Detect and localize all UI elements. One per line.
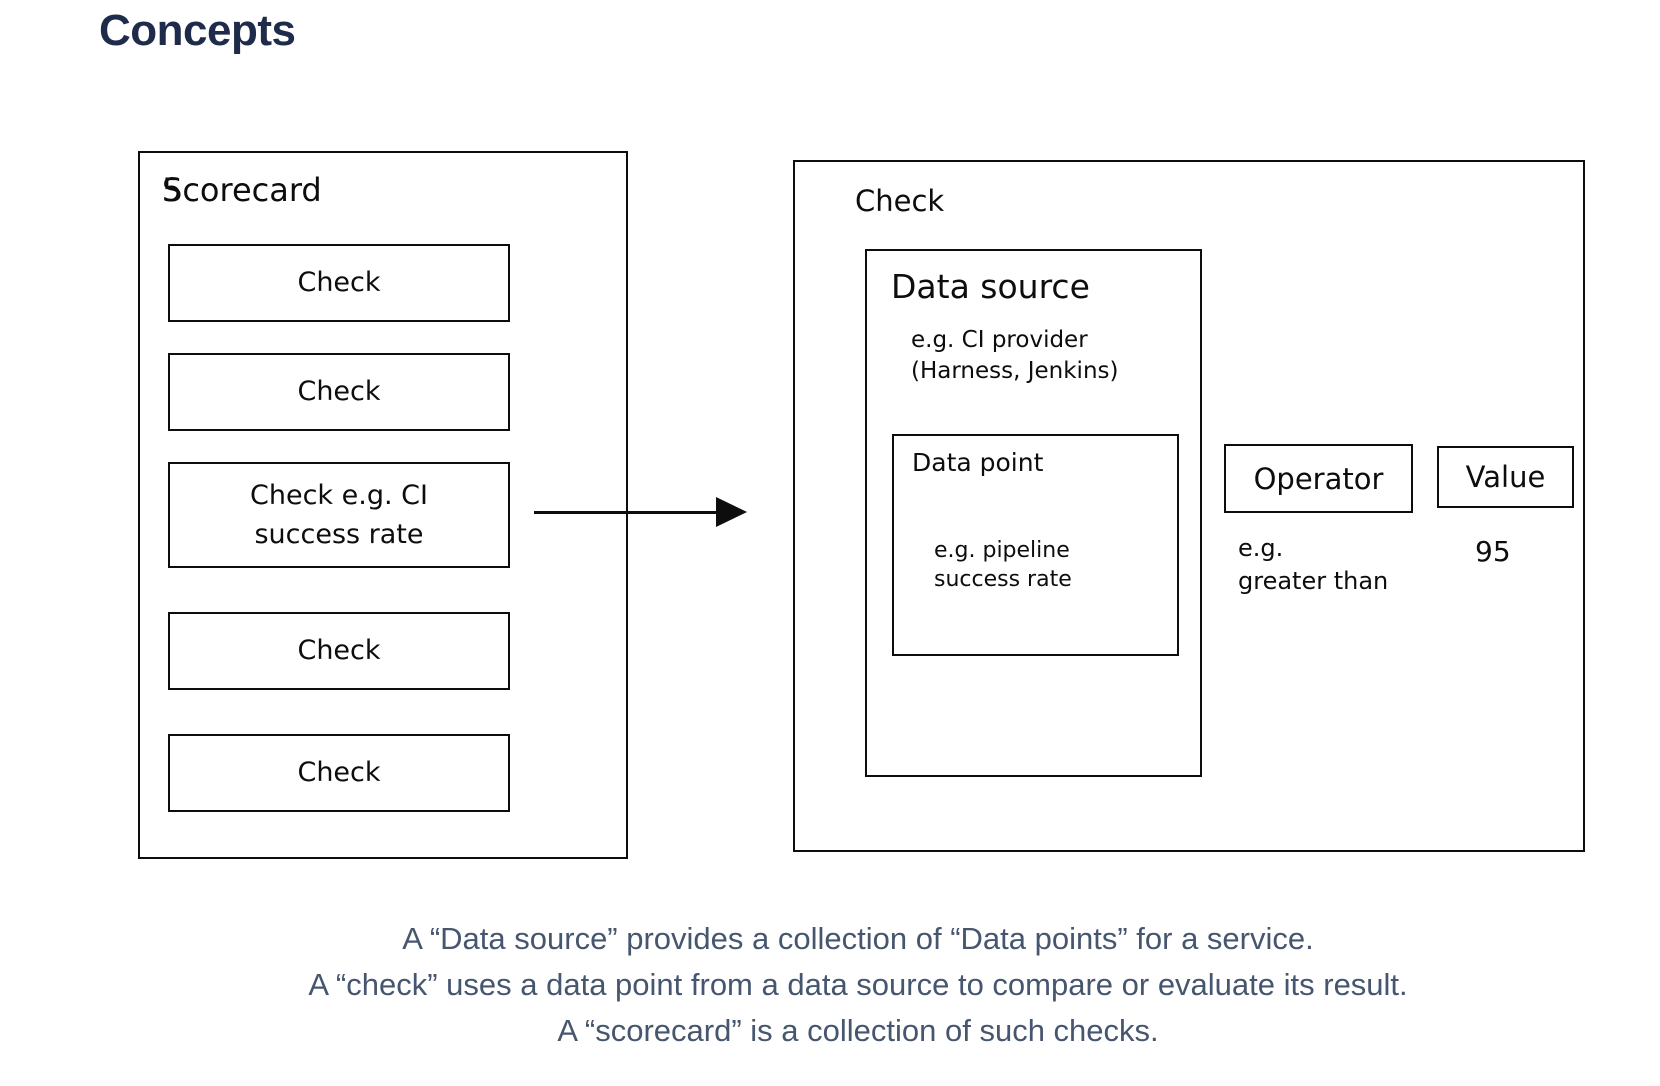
data-source-label: Data source [891, 267, 1090, 306]
check-detail-label: Check [855, 184, 945, 218]
scorecard-check-item-4: Check [168, 612, 510, 690]
check-label: Check [297, 635, 381, 667]
operator-box: Operator [1224, 444, 1413, 513]
page-title: Concepts [99, 6, 296, 55]
scorecard-box: 5 Scorecard Check Check Check e.g. CI su… [138, 151, 628, 859]
check-label: Check [297, 267, 381, 299]
caption-line: A “scorecard” is a collection of such ch… [557, 1013, 1159, 1048]
scorecard-label: Scorecard [162, 171, 322, 209]
check-detail-box: Check Data source e.g. CI provider (Harn… [793, 160, 1585, 852]
caption-line: A “Data source” provides a collection of… [402, 921, 1314, 956]
data-point-example: e.g. pipeline success rate [934, 538, 1072, 592]
scorecard-check-item-2: Check [168, 353, 510, 431]
value-box: Value [1437, 446, 1574, 508]
data-source-example: e.g. CI provider (Harness, Jenkins) [911, 327, 1119, 384]
check-label: Check [297, 757, 381, 789]
caption: A “Data source” provides a collection of… [0, 916, 1660, 1054]
check-label: Check e.g. CI success rate [250, 479, 428, 550]
data-source-box: Data source e.g. CI provider (Harness, J… [865, 249, 1202, 777]
check-label: Check [297, 376, 381, 408]
scorecard-check-item-1: Check [168, 244, 510, 322]
caption-line: A “check” uses a data point from a data … [308, 967, 1408, 1002]
data-point-box: Data point e.g. pipeline success rate [892, 434, 1179, 656]
arrow-right-icon [716, 497, 747, 527]
arrow-line [534, 511, 718, 514]
value-label: Value [1465, 460, 1546, 494]
operator-label: Operator [1253, 461, 1384, 496]
value-example: 95 [1475, 535, 1511, 568]
operator-example: e.g. greater than [1238, 534, 1389, 595]
scorecard-check-item-ci-success-rate: Check e.g. CI success rate [168, 462, 510, 568]
data-point-label: Data point [912, 448, 1044, 477]
scorecard-label: 5 [162, 171, 183, 209]
scorecard-check-item-5: Check [168, 734, 510, 812]
